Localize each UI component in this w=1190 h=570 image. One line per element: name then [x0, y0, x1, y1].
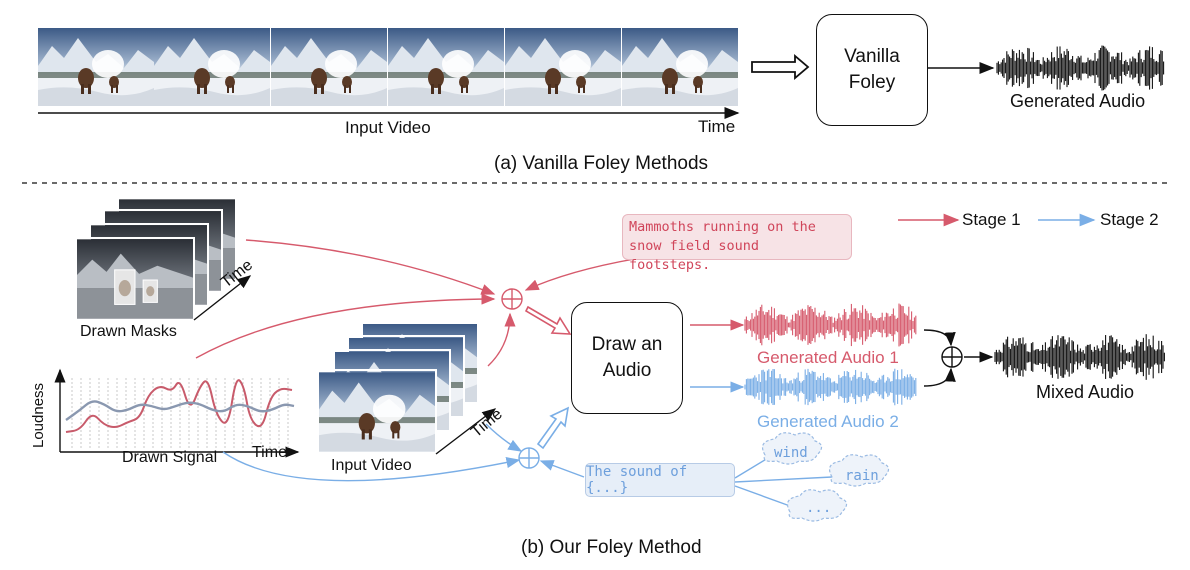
legend-stage2-label: Stage 2 — [1100, 210, 1159, 229]
caption-a: (a) Vanilla Foley Methods — [494, 153, 709, 174]
draw-an-audio-box: Draw an Audio — [571, 302, 683, 414]
generated-audio-label: Generated Audio — [1010, 91, 1146, 111]
cloud-word-ellipsis: ... — [806, 500, 832, 516]
text-prompt-stage2: The sound of {...} — [585, 463, 735, 497]
loudness-axis-label: Loudness — [30, 382, 47, 448]
stage2-arrows — [222, 381, 833, 507]
input-video-label: Input Video — [345, 118, 431, 137]
cloud-word-wind: wind — [774, 445, 808, 461]
stage1-arrows — [195, 239, 745, 367]
cloud-word-rain: rain — [845, 468, 879, 484]
text-prompt-stage1: Mammoths running on the snow field sound… — [622, 214, 852, 273]
merge-arrows — [923, 329, 994, 387]
legend-stage1-label: Stage 1 — [962, 210, 1021, 229]
plus-red — [501, 288, 523, 310]
stage2-double-arrow — [536, 406, 570, 450]
generated-audio-2-label: Generated Audio 2 — [757, 412, 899, 431]
input-video-label-b: Input Video — [331, 457, 412, 474]
masks-time-arrow — [193, 275, 252, 321]
drawn-masks-label: Drawn Masks — [80, 323, 177, 340]
video-time-arrow — [435, 408, 497, 455]
mixed-audio-waveform — [994, 334, 1165, 380]
generated-audio-waveform — [996, 45, 1165, 91]
time-label: Time — [698, 117, 736, 136]
stage1-double-arrow — [524, 305, 572, 335]
generated-audio-2-waveform — [744, 368, 917, 406]
generated-audio-1-label: Generated Audio 1 — [757, 348, 899, 367]
caption-b: (b) Our Foley Method — [521, 537, 702, 558]
hollow-arrow — [751, 54, 810, 80]
input-video-filmstrip — [38, 28, 738, 106]
drawn-signal-plot — [54, 368, 300, 458]
vanilla-foley-box: Vanilla Foley — [816, 14, 928, 126]
plus-black — [941, 346, 963, 368]
plus-blue — [518, 447, 540, 469]
signal-time-label: Time — [252, 444, 287, 461]
drawn-signal-label: Drawn Signal — [122, 449, 218, 466]
mixed-audio-label: Mixed Audio — [1036, 382, 1135, 402]
generated-audio-1-waveform — [744, 303, 917, 347]
drawn-masks-stack — [75, 197, 237, 321]
input-video-stack — [317, 321, 479, 455]
cloud-shapes — [762, 432, 890, 522]
